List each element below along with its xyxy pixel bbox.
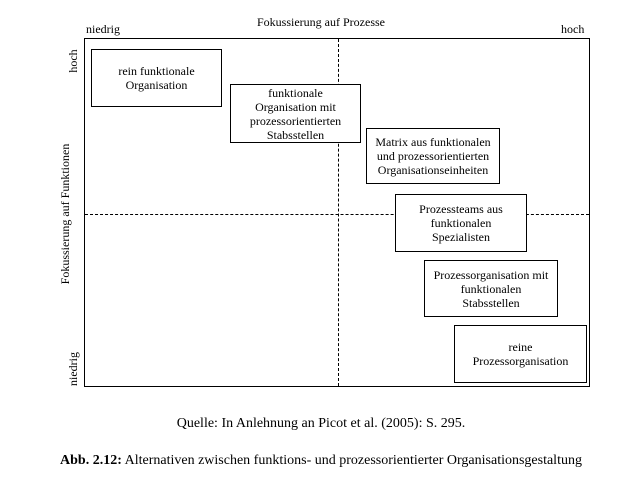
y-axis-title: Fokussierung auf Funktionen — [58, 143, 72, 285]
y-axis-low-label: niedrig — [66, 352, 80, 386]
x-axis-title: Fokussierung auf Prozesse — [257, 15, 385, 29]
x-axis-low-label: niedrig — [86, 22, 120, 36]
figure-caption-text: Alternativen zwischen funktions- und pro… — [121, 453, 582, 468]
horizontal-dashed-divider — [85, 214, 589, 215]
source-note: Quelle: In Anlehnung an Picot et al. (20… — [176, 416, 466, 431]
y-axis-high-label: hoch — [66, 49, 80, 73]
figure-caption-label: Abb. 2.12: — [60, 453, 122, 468]
figure-caption: Abb. 2.12: Alternativen zwischen funktio… — [0, 453, 642, 469]
x-axis-high-label: hoch — [561, 22, 585, 36]
vertical-dashed-divider — [338, 39, 339, 386]
